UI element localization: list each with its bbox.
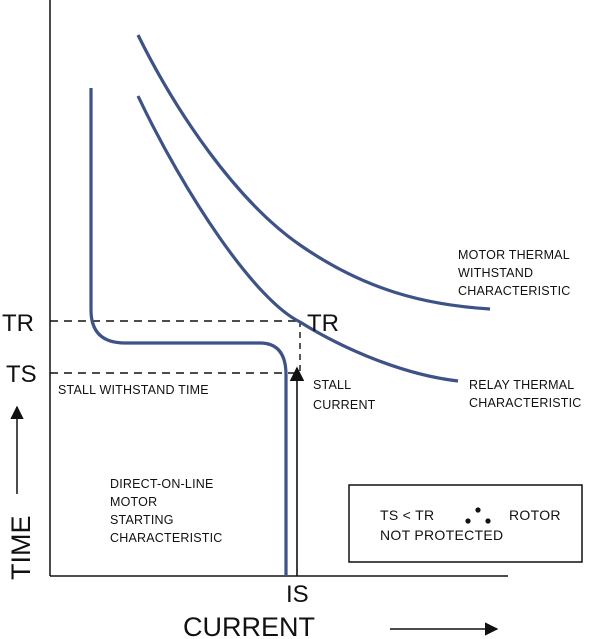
tr-axis-label: TR [2,310,34,337]
dol-starting-label: DIRECT-ON-LINE MOTOR STARTING CHARACTERI… [110,477,223,545]
note-box [348,484,583,563]
motor-thermal-withstand-curve [136,34,491,311]
relay-thermal-label: RELAY THERMAL CHARACTERISTIC [469,378,582,410]
y-axis-title: TIME [6,516,36,581]
dol-starting-curve [89,88,288,576]
tr-point-label: TR [307,310,339,337]
is-axis-label: IS [286,581,309,608]
therefore-symbol-icon [465,507,491,524]
motor-thermal-label: MOTOR THERMAL WITHSTAND CHARACTERISTIC [458,248,573,298]
stall-current-label: STALL CURRENT [313,378,376,412]
note-box-line1-right: ROTOR [509,507,561,523]
stall-withstand-time-label: STALL WITHSTAND TIME [58,383,209,397]
ts-axis-label: TS [6,361,37,388]
relay-thermal-curve [136,95,459,383]
note-box-line2: NOT PROTECTED [380,527,503,543]
note-box-line1-left: TS < TR [380,507,434,523]
x-axis-title: CURRENT [183,612,315,639]
